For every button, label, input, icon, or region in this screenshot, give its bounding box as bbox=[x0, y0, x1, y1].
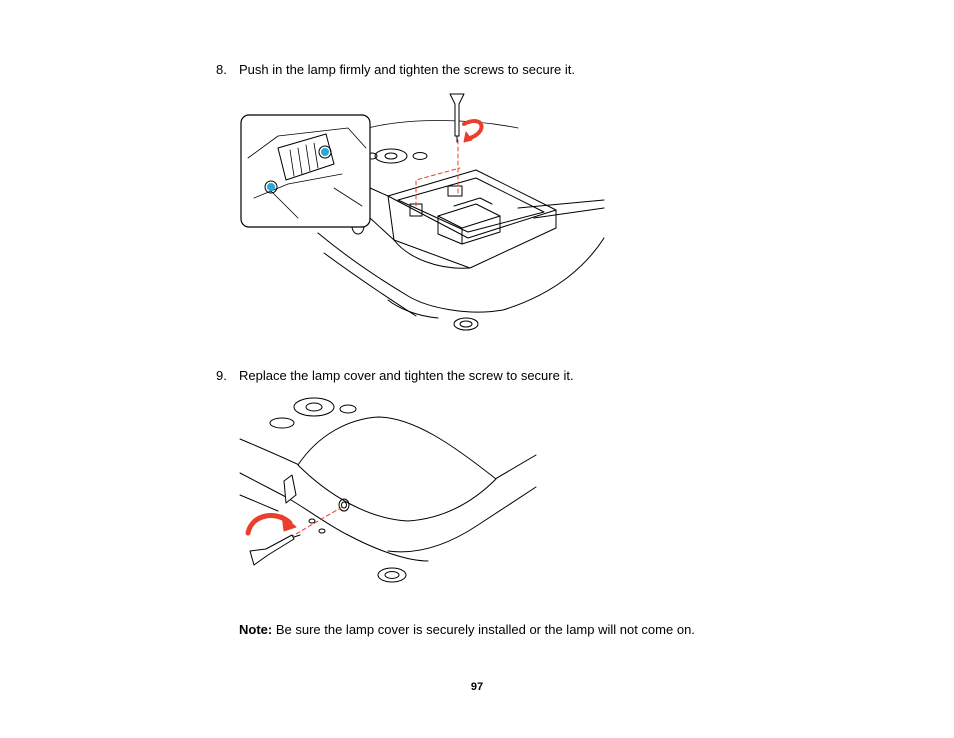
note: Note: Be sure the lamp cover is securely… bbox=[239, 622, 695, 638]
step-number: 8. bbox=[216, 62, 227, 77]
lamp-install-illustration bbox=[240, 93, 605, 331]
lamp-cover-illustration bbox=[239, 397, 537, 583]
note-label: Note: bbox=[239, 622, 273, 637]
note-text: Be sure the lamp cover is securely insta… bbox=[272, 622, 695, 637]
page-number: 97 bbox=[470, 681, 484, 693]
step-text: Replace the lamp cover and tighten the s… bbox=[239, 368, 574, 383]
step-number: 9. bbox=[216, 368, 227, 383]
step-text: Push in the lamp firmly and tighten the … bbox=[239, 62, 575, 77]
